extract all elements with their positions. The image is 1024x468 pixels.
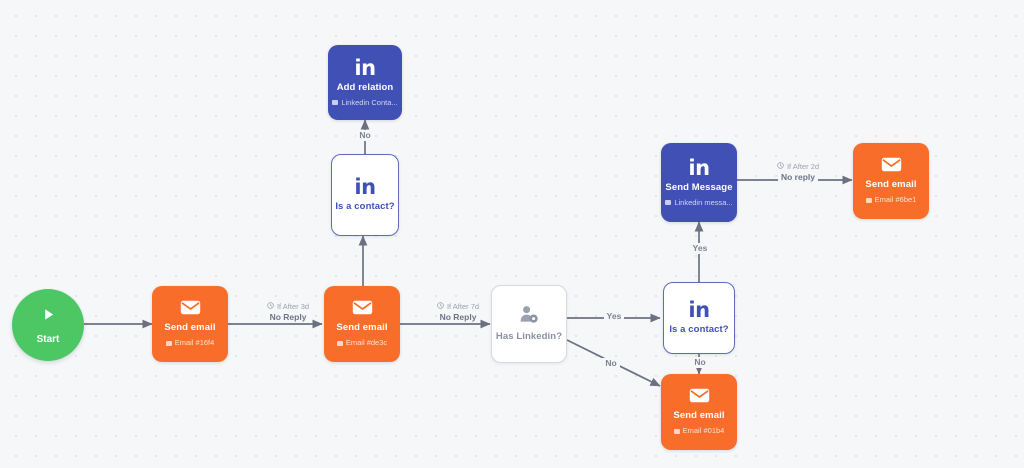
edge-label-text: No reply: [777, 172, 818, 183]
node-title: Send Message: [665, 181, 733, 193]
node-subtitle-text: Linkedin Conta...: [341, 97, 398, 107]
node-subtitle: Email #6be1: [865, 195, 917, 205]
clock-icon: [777, 162, 784, 172]
node-subtitle-text: Email #01b4: [682, 426, 725, 435]
node-title: Send email: [336, 322, 388, 333]
edge-label-contact-left-no: No: [352, 130, 378, 141]
linkedin-icon: in: [354, 175, 376, 199]
node-subtitle: Linkedin messa...: [665, 197, 733, 208]
edge-label-delay-2d: If After 2d No reply: [762, 162, 834, 183]
node-subtitle-text: Email #de3c: [345, 338, 388, 347]
edge-label-contact-right-yes: Yes: [687, 243, 713, 254]
edge-label-text: Yes: [603, 311, 625, 322]
node-title: Send email: [164, 322, 216, 333]
tag-icon: [865, 197, 872, 203]
node-is-a-contact-left[interactable]: in Is a contact?: [331, 154, 399, 236]
node-send-email-3[interactable]: Send email Email #6be1: [853, 143, 929, 219]
node-subtitle: Email #01b4: [673, 426, 725, 436]
linkedin-icon: in: [688, 298, 710, 322]
node-subtitle-text: Email #16f4: [174, 338, 215, 347]
tag-icon: [165, 340, 172, 346]
envelope-icon: [881, 157, 902, 172]
node-title: Is a contact?: [335, 201, 395, 212]
edge-condition-text: If After 7d: [446, 302, 480, 311]
edge-label-delay-3d: If After 3d No Reply: [253, 302, 323, 323]
edge-label-text: No: [602, 358, 620, 369]
node-title: Add relation: [336, 81, 394, 93]
edge-condition: If After 3d: [267, 302, 309, 312]
edge-label-text: No: [356, 130, 374, 141]
edge-label-text: No: [691, 357, 709, 368]
envelope-icon: [689, 388, 710, 403]
node-send-email-2[interactable]: Send email Email #de3c: [324, 286, 400, 362]
node-send-email-1[interactable]: Send email Email #16f4: [152, 286, 228, 362]
envelope-icon: [352, 300, 373, 315]
tag-icon: [665, 200, 672, 205]
edge-label-contact-right-no: No: [689, 357, 711, 368]
clock-icon: [267, 302, 274, 312]
edge-label-haslinkedin-yes: Yes: [601, 311, 627, 322]
linkedin-icon: in: [354, 55, 376, 80]
edge-label-text: Yes: [689, 243, 711, 254]
node-is-a-contact-right[interactable]: in Is a contact?: [663, 282, 735, 354]
node-start[interactable]: Start: [12, 289, 84, 361]
linkedin-icon: in: [688, 155, 710, 180]
edge-label-text: No Reply: [436, 312, 480, 323]
node-title: Is a contact?: [669, 324, 729, 335]
node-send-email-4[interactable]: Send email Email #01b4: [661, 374, 737, 450]
node-subtitle: Email #16f4: [165, 338, 215, 348]
node-subtitle: Email #de3c: [336, 338, 388, 348]
tag-icon: [332, 100, 339, 105]
edge-haslinkedin-to-email4: [566, 339, 661, 387]
tag-icon: [336, 340, 343, 346]
edge-condition: If After 2d: [777, 162, 819, 172]
node-add-relation[interactable]: in Add relation Linkedin Conta...: [328, 45, 402, 120]
envelope-icon: [180, 300, 201, 315]
clock-icon: [437, 302, 444, 312]
edge-condition-text: If After 2d: [786, 162, 820, 171]
node-title: Has Linkedin?: [495, 331, 563, 342]
node-subtitle-text: Email #6be1: [874, 195, 917, 204]
node-title: Send email: [673, 410, 725, 421]
node-title: Send email: [865, 179, 917, 190]
play-icon: [40, 306, 57, 323]
node-start-label: Start: [36, 333, 60, 345]
edge-label-text: No Reply: [266, 312, 310, 323]
edge-label-haslinkedin-no: No: [600, 358, 622, 369]
node-subtitle: Linkedin Conta...: [332, 97, 398, 108]
edge-condition-text: If After 3d: [276, 302, 310, 311]
edge-label-delay-7d: If After 7d No Reply: [423, 302, 493, 323]
tag-icon: [673, 428, 680, 434]
edge-condition: If After 7d: [437, 302, 479, 312]
node-send-message[interactable]: in Send Message Linkedin messa...: [661, 143, 737, 222]
node-subtitle-text: Linkedin messa...: [674, 197, 733, 207]
node-has-linkedin[interactable]: Has Linkedin?: [491, 285, 567, 363]
contact-check-icon: [519, 305, 539, 324]
